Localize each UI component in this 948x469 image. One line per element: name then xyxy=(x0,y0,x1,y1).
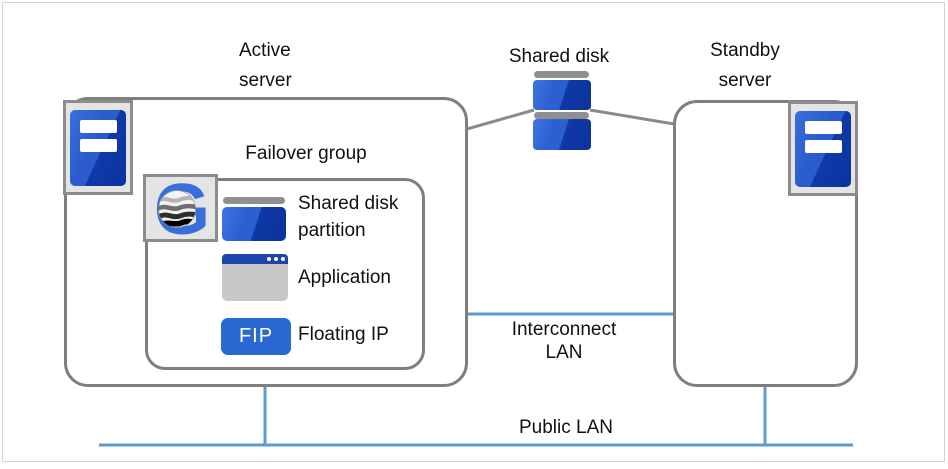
server-drive-bay xyxy=(805,121,842,134)
interconnect-lan-label: Interconnect LAN xyxy=(511,319,617,363)
disk-platter xyxy=(222,207,286,241)
server-drive-bay xyxy=(80,139,117,152)
active-server-icon-frame xyxy=(63,100,133,195)
disk-cap xyxy=(223,197,285,204)
application-label: Application xyxy=(298,267,391,288)
shared-disk-partition-icon xyxy=(222,196,286,241)
shared-disk-label: Shared disk xyxy=(508,46,610,67)
shared-disk-partition-label: Shared disk partition xyxy=(298,193,399,241)
server-tower-icon xyxy=(70,110,126,186)
standby-server-label: Standby server xyxy=(710,40,780,91)
active-server-label: Active server xyxy=(239,40,292,91)
shared-disk-to-standby-line xyxy=(589,108,675,126)
floating-ip-label: Floating IP xyxy=(298,324,389,345)
disk-platter xyxy=(533,80,591,110)
server-drive-bay xyxy=(805,140,842,153)
floating-ip-badge: FIP xyxy=(221,318,291,355)
public-lan-label: Public LAN xyxy=(519,417,613,438)
window-dot xyxy=(267,257,271,261)
window-dot xyxy=(281,257,285,261)
server-tower-icon xyxy=(795,111,851,187)
shared-disk-icon xyxy=(533,71,591,150)
app-window-body xyxy=(222,264,288,301)
failover-group-label: Failover group xyxy=(245,143,367,164)
app-window-titlebar xyxy=(222,254,288,264)
fip-badge-text: FIP xyxy=(238,325,274,347)
server-drive-bay xyxy=(80,120,117,133)
window-dot xyxy=(274,257,278,261)
application-icon xyxy=(222,254,288,301)
shared-disk-to-active-line xyxy=(466,108,535,131)
standby-server-icon-frame xyxy=(788,101,858,196)
disk-cap xyxy=(534,112,589,119)
disk-cap xyxy=(534,71,589,78)
cluster-g-logo-icon: G xyxy=(154,177,210,239)
disk-platter xyxy=(533,119,591,150)
cluster-logo-frame: G xyxy=(143,174,218,242)
